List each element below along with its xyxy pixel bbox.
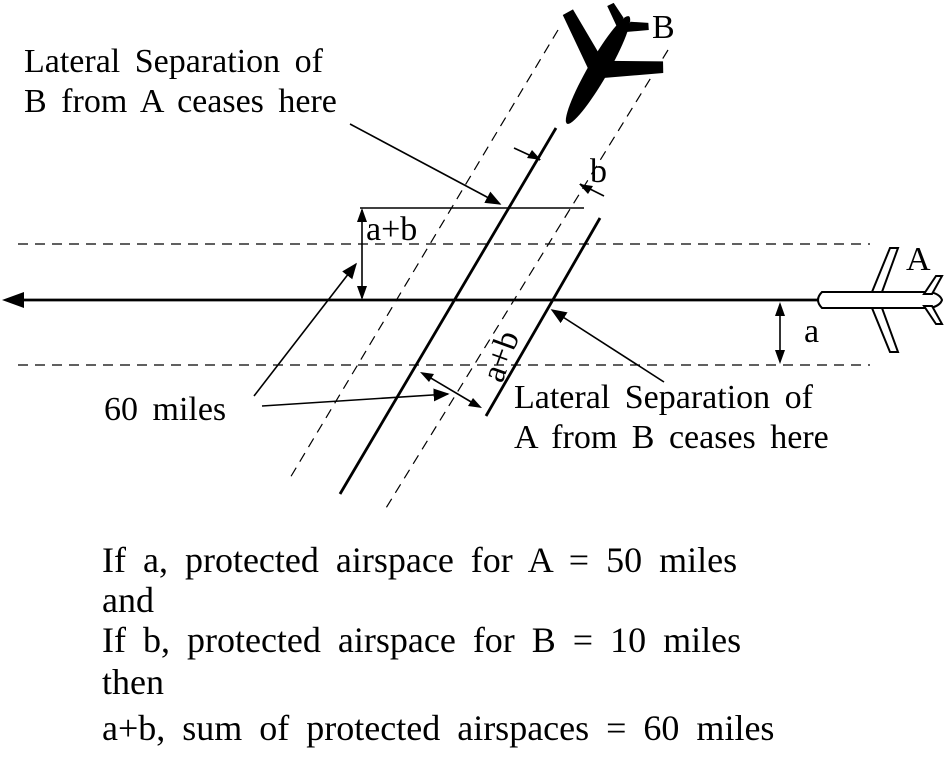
dim-a-plus-b-vertical-label: a+b bbox=[366, 211, 417, 248]
dim-a-plus-b-vertical: a+b bbox=[357, 208, 417, 300]
track-b-right-boundary bbox=[385, 49, 669, 509]
track-b-centerline bbox=[338, 127, 558, 495]
dim-a-label: a bbox=[804, 313, 819, 350]
track-b-left-boundary bbox=[289, 29, 559, 479]
dim-a: a bbox=[775, 302, 819, 364]
leader-b-from-a bbox=[349, 123, 502, 205]
notes-block: If a, protected airspace for A = 50 mile… bbox=[102, 540, 774, 748]
note-line-4: then bbox=[102, 662, 164, 702]
callout-a-from-b-line2: A from B ceases here bbox=[514, 419, 829, 456]
note-line-5: a+b, sum of protected airspaces = 60 mil… bbox=[102, 708, 774, 748]
dim-a-plus-b-perpendicular: a+b bbox=[420, 326, 527, 408]
leader-a-from-b bbox=[550, 309, 665, 383]
leader-60-miles-to-vertical bbox=[253, 262, 357, 397]
callout-b-from-a-line2: B from A ceases here bbox=[24, 83, 337, 120]
aircraft-a-label: A bbox=[906, 241, 931, 278]
dim-b-label: b bbox=[590, 153, 607, 190]
dim-b: b bbox=[513, 147, 607, 197]
dim-a-plus-b-rotated-label: a+b bbox=[475, 326, 527, 387]
a-from-b-cease-line bbox=[484, 217, 602, 417]
note-line-1: If a, protected airspace for A = 50 mile… bbox=[102, 540, 737, 580]
aircraft-b-icon bbox=[562, 2, 664, 124]
note-line-2: and bbox=[102, 580, 154, 620]
sixty-miles-label: 60 miles bbox=[104, 391, 226, 428]
aircraft-a-icon bbox=[817, 247, 944, 353]
leader-60-miles-to-perpendicular bbox=[261, 388, 450, 407]
callout-b-from-a-line1: Lateral Separation of bbox=[24, 43, 324, 80]
aircraft-b-label: B bbox=[652, 9, 675, 46]
callout-a-from-b-line1: Lateral Separation of bbox=[514, 379, 814, 416]
note-line-3: If b, protected airspace for B = 10 mile… bbox=[102, 620, 741, 660]
track-b-group bbox=[289, 29, 669, 509]
track-a-group bbox=[2, 243, 870, 366]
track-a-direction-arrow-icon bbox=[2, 292, 24, 308]
